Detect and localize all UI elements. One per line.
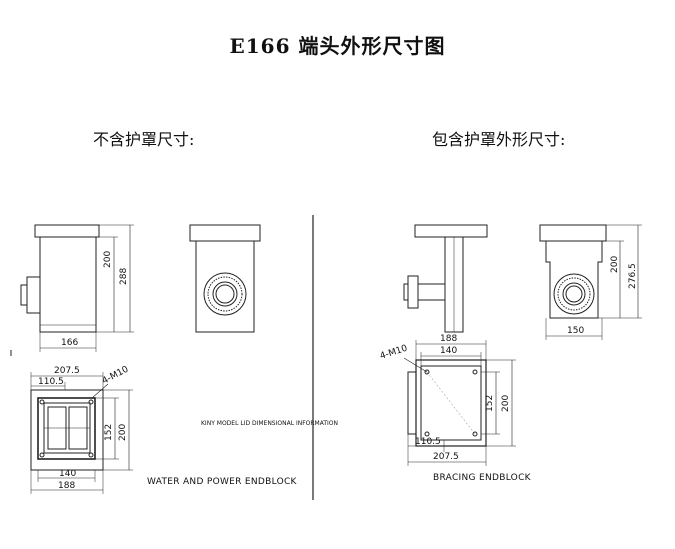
center-note: KINY MODEL LID DIMENSIONAL INFORMATION: [201, 420, 338, 427]
left-plan-top-inner: 110.5: [38, 377, 64, 387]
left-plan-bottom-inner: 140: [59, 469, 76, 479]
right-side-height-inner: 200: [610, 256, 620, 273]
right-caption: BRACING ENDBLOCK: [433, 473, 532, 483]
left-side-height-inner: 200: [103, 251, 113, 268]
left-plan-holes: 4-M10: [101, 364, 131, 386]
left-caption: WATER AND POWER ENDBLOCK: [147, 477, 298, 487]
page-title: E166 端头外形尺寸图: [229, 34, 446, 58]
right-plan-v-inner: 152: [485, 395, 495, 412]
right-plan-holes: 4-M10: [379, 344, 409, 362]
left-plan-view: [30, 372, 133, 494]
right-side-view: [403, 224, 488, 333]
left-heading: 不含护罩尺寸:: [93, 130, 195, 149]
right-plan-top-inner: 140: [440, 346, 457, 356]
right-plan-v-outer: 200: [501, 395, 511, 412]
right-heading: 包含护罩外形尺寸:: [432, 130, 566, 149]
left-side-width: 166: [61, 338, 78, 348]
right-side-width: 150: [567, 326, 584, 336]
right-plan-bottom-outer: 207.5: [433, 452, 459, 462]
left-plan-bottom-outer: 188: [58, 481, 75, 491]
right-plan-bottom-inner: 110.5: [415, 437, 441, 447]
left-plan-top-outer: 207.5: [54, 366, 80, 376]
left-plan-v-outer: 200: [118, 424, 128, 441]
right-side-height-outer: 276.5: [628, 263, 638, 289]
left-plan-v-inner: 152: [104, 424, 114, 441]
left-side-height-outer: 288: [119, 268, 129, 285]
left-side-view: [20, 224, 134, 352]
right-plan-top-outer: 188: [440, 334, 457, 344]
right-plan-view: [403, 340, 516, 466]
left-front-view: [189, 224, 261, 333]
right-front-view: [539, 224, 642, 340]
